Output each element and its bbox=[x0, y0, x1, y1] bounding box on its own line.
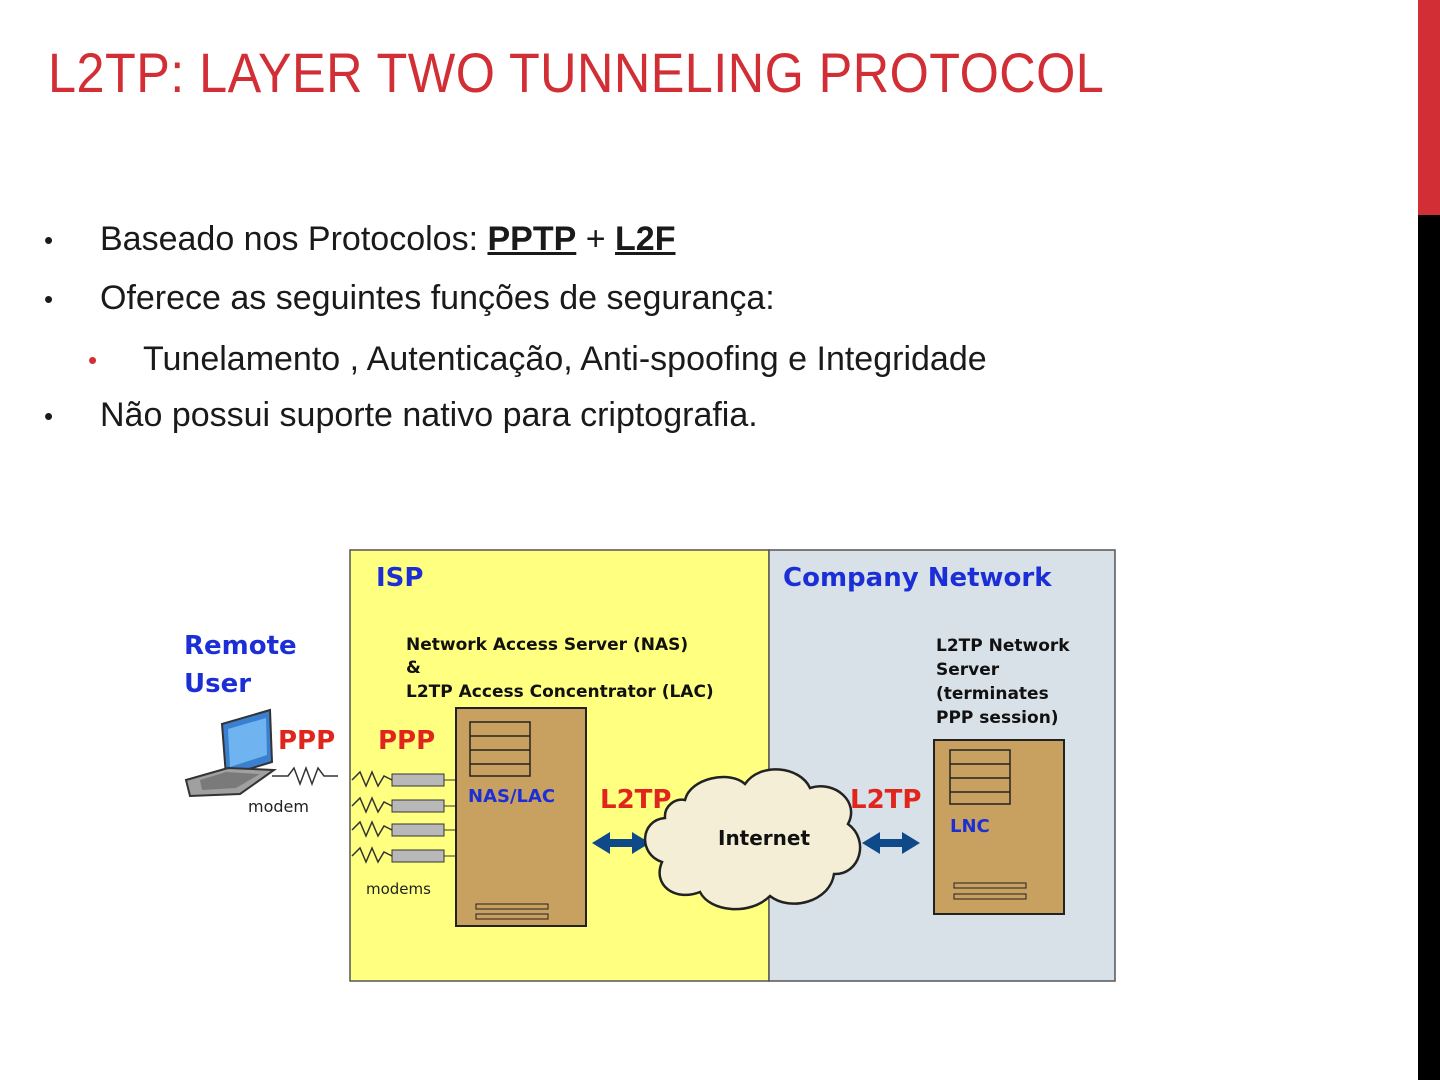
remote-user-label-line-1: Remote bbox=[184, 631, 297, 661]
page-title: L2TP: LAYER TWO TUNNELING PROTOCOL bbox=[48, 41, 1105, 104]
lns-description-line-1: L2TP Network bbox=[936, 636, 1070, 656]
modem-label: modem bbox=[248, 797, 309, 816]
double-arrow-icon-left bbox=[592, 832, 650, 854]
ppp-label-left: PPP bbox=[278, 726, 335, 756]
lnc-server-icon bbox=[933, 739, 1065, 915]
internet-cloud-icon bbox=[643, 768, 862, 911]
l2f-link[interactable]: L2F bbox=[615, 220, 676, 258]
internet-label: Internet bbox=[718, 826, 810, 850]
accent-bar-black bbox=[1418, 215, 1440, 1080]
isp-label: ISP bbox=[376, 563, 423, 593]
bullet-protocols: Baseado nos Protocolos: PPTP + L2F bbox=[100, 220, 675, 259]
nas-lac-server-icon bbox=[455, 707, 587, 927]
lns-description-line-3: (terminates bbox=[936, 684, 1049, 704]
sub-bullet-dot: • bbox=[88, 345, 98, 375]
bullet-dot: • bbox=[44, 225, 54, 255]
bullet-security-functions: Oferece as seguintes funções de seguranç… bbox=[100, 279, 775, 317]
double-arrow-icon-right bbox=[862, 832, 920, 854]
bullet-protocols-prefix: Baseado nos Protocolos: bbox=[100, 220, 488, 258]
lns-description-line-2: Server bbox=[936, 660, 1000, 680]
nas-description-line-2: & bbox=[406, 658, 421, 678]
nas-lac-label: NAS/LAC bbox=[468, 786, 555, 807]
laptop-icon bbox=[184, 708, 277, 798]
accent-bar-red bbox=[1418, 0, 1440, 215]
sub-bullet-functions: Tunelamento , Autenticação, Anti-spoofin… bbox=[143, 340, 987, 378]
l2tp-label-right: L2TP bbox=[850, 785, 921, 815]
modem-link-line bbox=[272, 765, 338, 787]
pptp-link[interactable]: PPTP bbox=[487, 220, 577, 258]
l2tp-label-left: L2TP bbox=[600, 785, 671, 815]
bullet-dot: • bbox=[44, 401, 54, 431]
company-network-label: Company Network bbox=[783, 563, 1052, 593]
bullet-protocols-plus: + bbox=[576, 220, 616, 258]
modem-bank-icon bbox=[351, 770, 458, 864]
lns-description-line-4: PPP session) bbox=[936, 708, 1059, 728]
bullet-dot: • bbox=[44, 284, 54, 314]
bullet-no-crypto: Não possui suporte nativo para criptogra… bbox=[100, 396, 758, 434]
l2tp-diagram: ISP Company Network Remote User Network … bbox=[184, 549, 1116, 982]
ppp-label-right: PPP bbox=[378, 726, 435, 756]
lnc-label: LNC bbox=[950, 816, 990, 837]
nas-description-line-3: L2TP Access Concentrator (LAC) bbox=[406, 682, 714, 702]
nas-description-line-1: Network Access Server (NAS) bbox=[406, 635, 688, 655]
remote-user-label-line-2: User bbox=[184, 669, 251, 699]
modems-label: modems bbox=[366, 880, 431, 898]
